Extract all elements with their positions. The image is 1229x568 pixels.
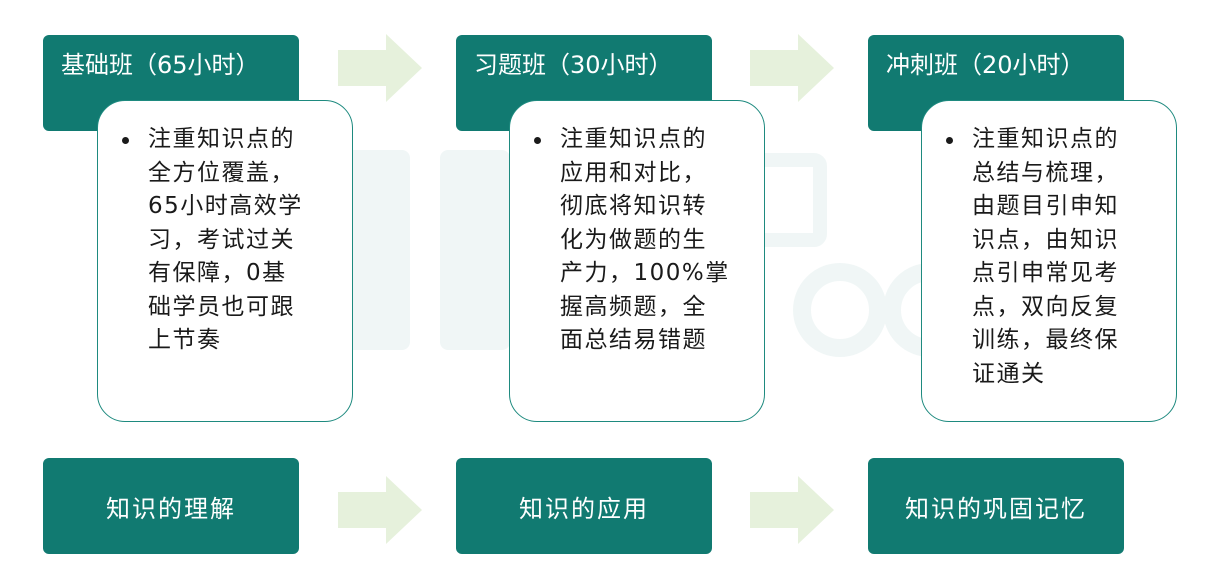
line: 注重知识点的 (972, 126, 1119, 152)
card-sprint-class: 注重知识点的总结与梳理， 由题目引申知识点，由知识点引申常见考点，双向反复训练，最… (921, 100, 1177, 422)
line: 全方位覆盖， (148, 159, 295, 186)
arrow-right-icon (338, 476, 422, 544)
arrow-right-icon (750, 476, 834, 544)
card-sprint-bullet: 注重知识点的总结与梳理， 由题目引申知识点，由知识点引申常见考点，双向反复训练，最… (946, 123, 1152, 391)
bottom-application: 知识的应用 (456, 458, 712, 554)
line: 由题目引申知 (972, 193, 1119, 219)
line: 化为做题的生 (560, 226, 707, 253)
line: 产力，100%掌 (560, 260, 730, 286)
card-basic-bullet: 注重知识点的全方位覆盖， 65小时高效学习，考试过关有保障，0基础学员也可跟上节奏 (122, 123, 328, 358)
line: 彻底将知识转 (560, 193, 707, 219)
card-basic-list: 注重知识点的全方位覆盖， 65小时高效学习，考试过关有保障，0基础学员也可跟上节奏 (98, 101, 352, 358)
card-exercise-list: 注重知识点的应用和对比， 彻底将知识转化为做题的生产力，100%掌握高频题，全面总… (510, 101, 764, 358)
line: 础学员也可跟 (148, 293, 295, 320)
line: 应用和对比， (560, 159, 707, 186)
bottom-consolidation: 知识的巩固记忆 (868, 458, 1124, 554)
line: 总结与梳理， (972, 159, 1119, 186)
line: 握高频题，全 (560, 293, 707, 320)
line: 习，考试过关 (148, 226, 295, 253)
line: 注重知识点的 (148, 126, 295, 152)
card-exercise-class: 注重知识点的应用和对比， 彻底将知识转化为做题的生产力，100%掌握高频题，全面总… (509, 100, 765, 422)
arrow-right-icon (338, 34, 422, 102)
line: 识点，由知识 (972, 226, 1119, 253)
card-basic-class: 注重知识点的全方位覆盖， 65小时高效学习，考试过关有保障，0基础学员也可跟上节奏 (97, 100, 353, 422)
arrow-right-icon (750, 34, 834, 102)
line: 点，双向反复 (972, 293, 1119, 320)
line: 有保障，0基 (148, 260, 287, 286)
card-exercise-bullet: 注重知识点的应用和对比， 彻底将知识转化为做题的生产力，100%掌握高频题，全面总… (534, 123, 740, 358)
line: 65小时高效学 (148, 193, 303, 219)
bottom-understanding: 知识的理解 (43, 458, 299, 554)
line: 上节奏 (148, 327, 222, 353)
line: 点引申常见考 (972, 260, 1119, 286)
line: 注重知识点的 (560, 126, 707, 152)
line: 证通关 (972, 360, 1046, 387)
line: 训练，最终保 (972, 327, 1119, 353)
card-sprint-list: 注重知识点的总结与梳理， 由题目引申知识点，由知识点引申常见考点，双向反复训练，最… (922, 101, 1176, 391)
line: 面总结易错题 (560, 327, 707, 353)
